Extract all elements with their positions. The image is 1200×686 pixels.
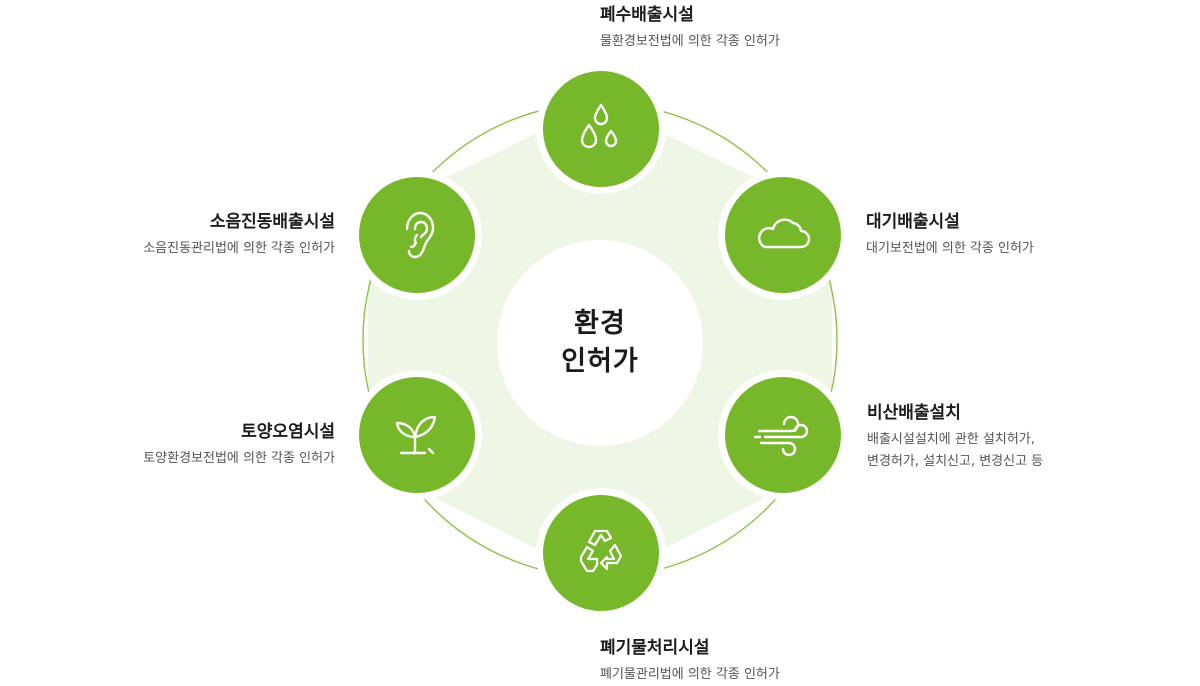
label-title: 토양오염시설 bbox=[241, 422, 335, 442]
cloud-icon bbox=[758, 218, 811, 249]
label-desc: 폐기물관리법에 의한 각종 인허가 bbox=[600, 667, 780, 682]
label-desc-line1: 배출시설설치에 관한 설치허가, bbox=[867, 432, 1035, 447]
center-title-line1: 환경 bbox=[574, 308, 626, 339]
label-title: 폐수배출시설 bbox=[600, 5, 694, 25]
label-desc-line2: 변경허가, 설치신고, 변경신고 등 bbox=[867, 454, 1044, 469]
wind-icon bbox=[753, 415, 809, 457]
label-title: 대기배출시설 bbox=[866, 212, 960, 232]
center-title-line2: 인허가 bbox=[561, 346, 639, 377]
label-fugitive-emission: 비산배출설치 배출시설설치에 관한 설치허가, 변경허가, 설치신고, 변경신고… bbox=[867, 398, 1043, 473]
center-title: 환경 인허가 bbox=[497, 240, 703, 446]
node-waste-treatment[interactable] bbox=[543, 495, 659, 611]
ear-icon bbox=[405, 211, 435, 259]
label-desc: 토양환경보전법에 의한 각종 인허가 bbox=[143, 451, 335, 466]
label-wastewater: 폐수배출시설 물환경보전법에 의한 각종 인허가 bbox=[600, 0, 780, 53]
label-title: 폐기물처리시설 bbox=[600, 638, 710, 658]
node-air-emission[interactable] bbox=[725, 177, 841, 293]
label-air-emission: 대기배출시설 대기보전법에 의한 각종 인허가 bbox=[866, 207, 1034, 260]
label-title: 소음진동배출시설 bbox=[209, 212, 335, 232]
node-wastewater[interactable] bbox=[543, 71, 659, 187]
label-soil-contamination: 토양오염시설 토양환경보전법에 의한 각종 인허가 bbox=[143, 417, 335, 470]
label-desc: 대기보전법에 의한 각종 인허가 bbox=[866, 241, 1034, 256]
sprout-icon bbox=[395, 415, 437, 455]
water-drops-icon bbox=[580, 103, 618, 149]
label-waste-treatment: 폐기물처리시설 폐기물관리법에 의한 각종 인허가 bbox=[600, 633, 780, 686]
node-fugitive-emission[interactable] bbox=[725, 377, 841, 493]
recycle-icon bbox=[579, 529, 623, 573]
label-desc: 물환경보전법에 의한 각종 인허가 bbox=[600, 34, 780, 49]
label-desc: 소음진동관리법에 의한 각종 인허가 bbox=[143, 241, 335, 256]
node-noise-vibration[interactable] bbox=[359, 177, 475, 293]
label-title: 비산배출설치 bbox=[867, 403, 961, 423]
node-soil-contamination[interactable] bbox=[359, 377, 475, 493]
label-noise-vibration: 소음진동배출시설 소음진동관리법에 의한 각종 인허가 bbox=[143, 207, 335, 260]
